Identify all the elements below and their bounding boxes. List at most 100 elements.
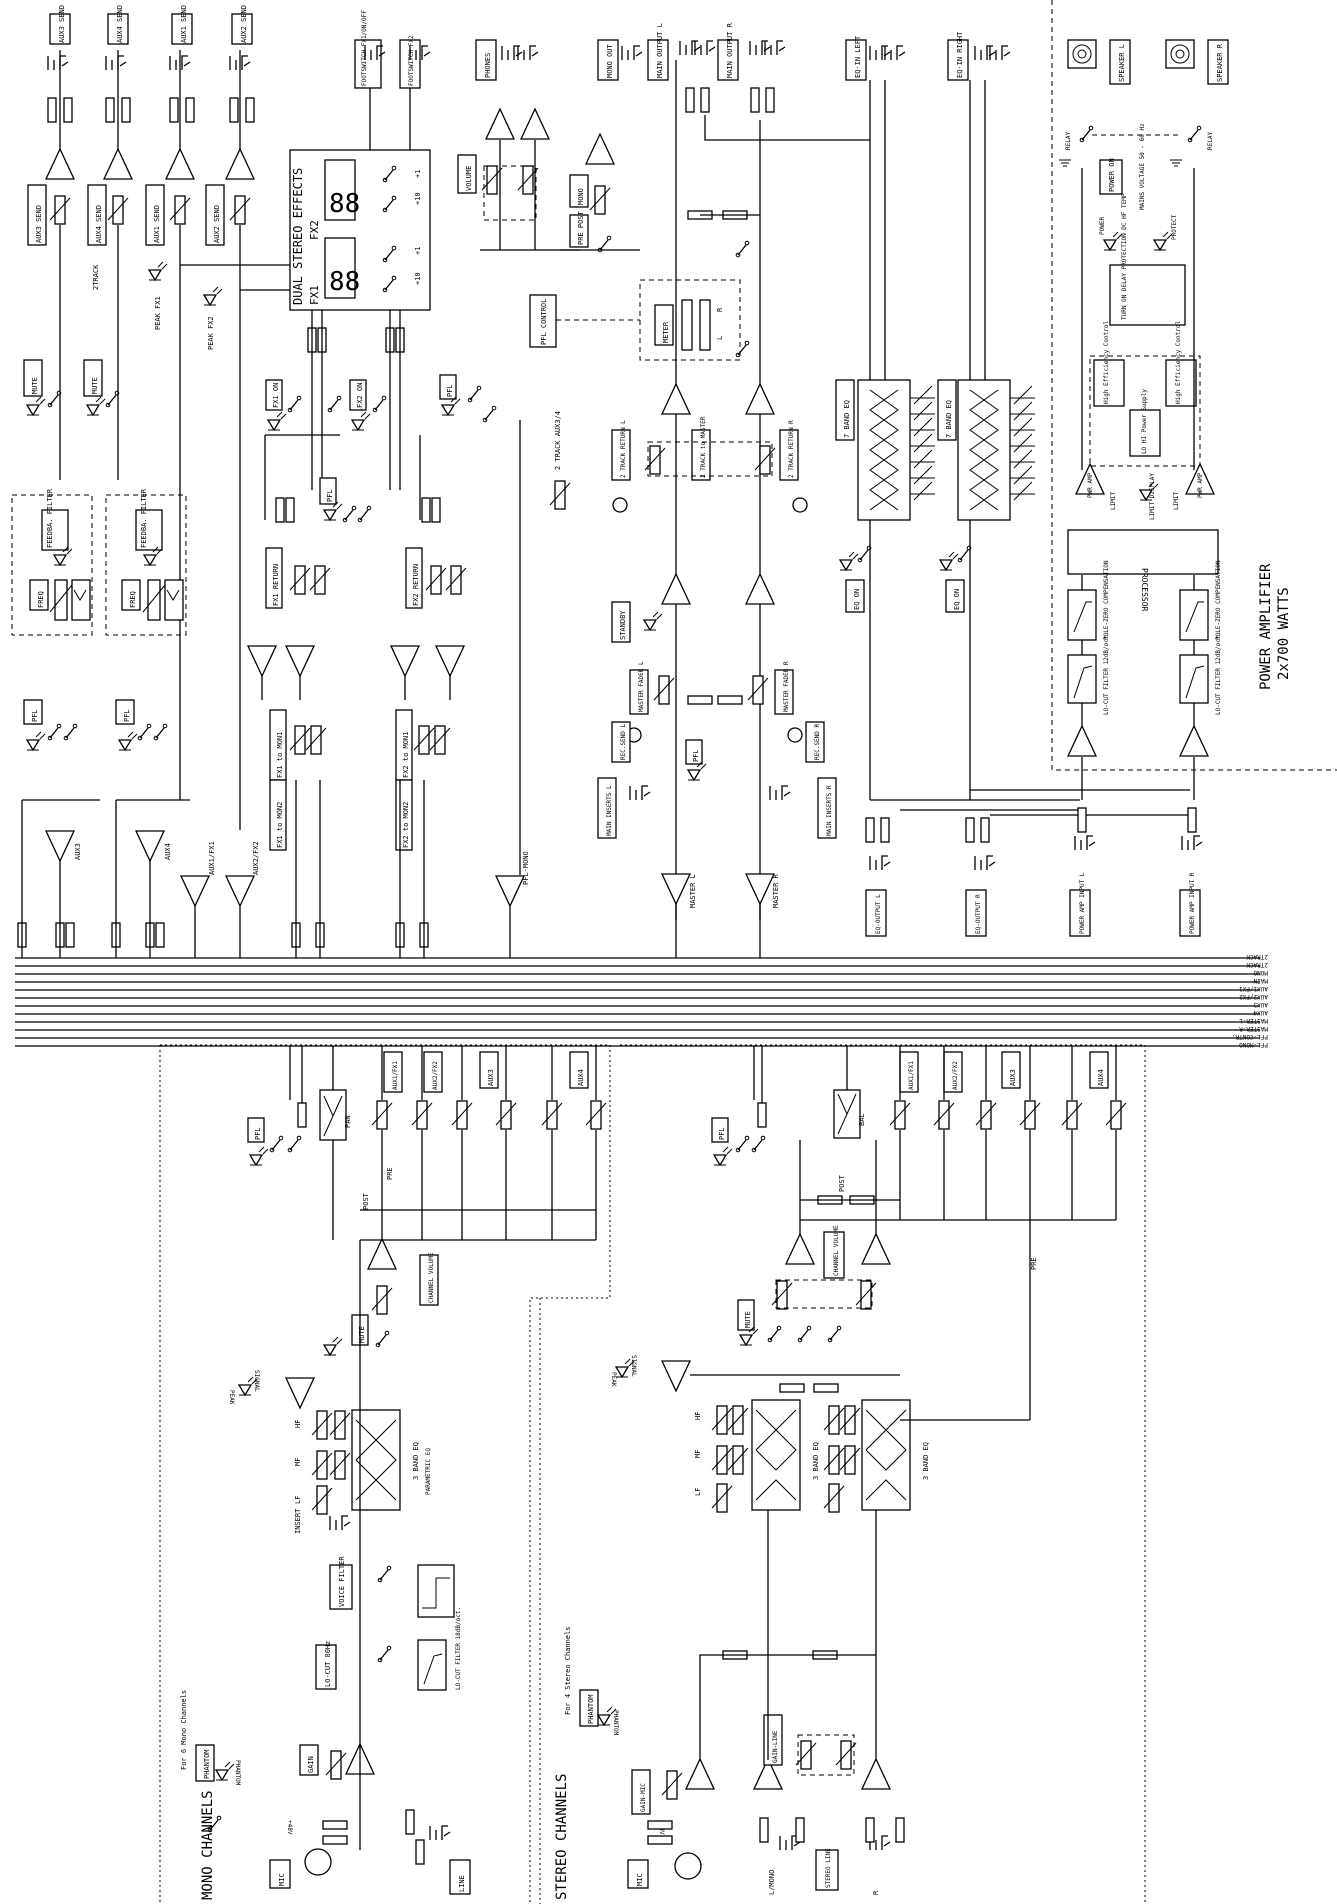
eq-on-label: EQ ON [953,589,961,610]
fx1-to-mon2-label: FX1 to MON2 [276,802,284,848]
eq-output-l-label: EQ-OUTPUT L [875,894,882,934]
peak-label: PEAK [228,1390,235,1405]
power-amplifier-title-line2: 2x700 WATTS [1276,587,1292,680]
eq-output-r-label: EQ-OUTPUT R [975,894,982,934]
limit-display-label: LIMIT DISPLAY [1149,473,1156,520]
lf-label: LF [694,1488,702,1496]
peak-fx1-label: PEAK FX1 [154,296,162,330]
fx2-to-mon2-label: FX2 to MON2 [402,802,410,848]
aux3-label: AUX3 [487,1069,495,1086]
post-label: POST [838,1174,846,1192]
high-efficiency-r-label: High Efficiency Control [1175,321,1182,404]
mains-voltage-label: MAINS VOLTAGE 50 - 60 Hz [1139,123,1146,210]
phones-label: PHONES [484,53,492,78]
twotrack-aux-label: 2 TRACK AUX3/4 [554,411,562,470]
main-inserts-r-label: MAIN INSERTS R [826,785,833,836]
peak-label: PEAK [610,1372,617,1387]
master-fader-r-label: MASTER FADER R [783,661,790,712]
fx2-return-label: FX2 RETURN [412,564,420,606]
bus-label: AUX1/FX1 [1239,985,1268,992]
bus-label: PFL-MONO [1239,1041,1268,1048]
pfl-label: PFL [254,1127,262,1140]
relay-label: RELAY [1207,132,1214,150]
dual-stereo-effects-title: DUAL STEREO EFFECTS [291,168,305,305]
bus-label: 2TRACK [1246,961,1268,968]
aux4-send-pot-label: AUX4 SEND [95,205,103,243]
fx-level-label: +10 [414,272,422,285]
pre-post-label: PRE POST [577,210,585,245]
high-efficiency-l-label: High Efficiency Control [1103,321,1110,404]
feedback-filter-label: FEEDBA. FILTER [140,488,148,548]
power-led-label: POWER [1099,217,1106,235]
r-input-label: R [872,1890,880,1895]
eq-in-left-label: EQ-IN LEFT [854,35,862,78]
aux3-sum-label: AUX3 [74,843,82,860]
mono-channel-section: MONO CHANNELS For 6 Mono Channels PHANTO… [159,1044,611,1904]
protection-label: TURN ON DELAY PROTECTION DC HF TEMP [1121,193,1128,320]
locut-l-label: LO-CUT FILTER 12dB/oct. [1103,632,1110,715]
bus-label: 2TRACK [1246,953,1268,960]
mono-channels-note: For 6 Mono Channels [180,1690,188,1770]
bus-label: MONO [1253,969,1268,976]
stereo-line-label: STEREO LINE [825,1848,832,1888]
bus-label: MASTER-L [1239,1017,1268,1024]
eq-on-label: EQ ON [853,589,861,610]
main-output-section: MAIN OUTPUT L MAIN OUTPUT R 2 TRACK AUX3… [549,22,870,958]
mf-label: MF [694,1450,702,1458]
mute-label: MUTE [31,377,39,394]
pwr-amp-l-label: PWR AMP [1087,472,1094,498]
eq7-l-label: 7 BAND EQ [843,400,851,438]
mono-channels-label: MONO CHANNELS [200,1790,216,1900]
bus-lines [15,957,1260,1047]
p48-label: +48V [286,1820,293,1835]
power-amplifier-section: POWER AMPLIFIER 2x700 WATTS SPEAKER L SP… [1051,0,1337,937]
limit-label: LIMIT [1173,492,1180,510]
pre-label: PRE [386,1167,394,1180]
freq-label: FREQ [129,591,137,608]
main-output-l-label: MAIN OUTPUT L [656,23,664,78]
master-l-sum-label: MASTER L [689,874,697,908]
channel-volume-label: CHANNEL VOLUME [833,1225,840,1276]
parametric-eq-label: PARAMETRIC EQ [425,1448,432,1495]
aux2-send-pot-label: AUX2 SEND [213,205,221,243]
gain-mic-label: GAIN-MIC [640,1783,647,1812]
bus-label: AUX3 [1253,1001,1268,1008]
aux1-fx1-label: AUX1/FX1 [908,1061,915,1090]
pan-label: PAN [344,1115,352,1128]
aux2-fx2-label: AUX2/FX2 [952,1061,959,1090]
processor-label: PROCESSOR [1140,568,1149,612]
aux2-fx2-sum-label: AUX2/FX2 [252,841,260,875]
power-amp-input-l-label: POWER AMP INPUT L [1079,872,1086,934]
power-on-label: POWER ON [1108,158,1116,192]
aux2-fx2-label: AUX2/FX2 [432,1061,439,1090]
graphic-eq-section: EQ-IN LEFT EQ-IN RIGHT 7 BAND EQ 7 BAND … [835,31,1190,937]
bus-label: AUX4 [1253,1009,1268,1016]
pfl-label: PFL [123,709,131,722]
eq-in-right-label: EQ-IN RIGHT [956,31,964,78]
dual-stereo-effects-section: DUAL STEREO EFFECTS FX2 FX1 88 88 +10 +1… [247,10,530,958]
eq3-mono-label: 3 BAND EQ [412,1442,420,1480]
aux3-send-label: AUX3 SEND [58,5,66,43]
mf-label: MF [294,1458,302,1466]
locut80-label: LO-CUT 80Hz [324,1641,332,1687]
speaker-r-label: SPEAKER R [1216,43,1224,82]
phantom-label: PHANTOM [203,1749,211,1779]
pole-zero-l-label: POLE-ZERO COMPENSATION [1103,560,1110,640]
pfl-label: PFL [692,749,700,762]
return-r-label: 2 TRACK RETURN R [788,420,795,478]
phantom-led-label: PHANTOM [612,1710,619,1736]
aux4-sum-label: AUX4 [164,843,172,860]
volume-label: VOLUME [465,166,473,191]
channel-volume-label: CHANNEL VOLUME [428,1252,435,1303]
power-amplifier-title-line1: POWER AMPLIFIER [1258,563,1274,690]
bus-labels: 2TRACK 2TRACK MONO MAIN AUX1/FX1 AUX2/FX… [1232,953,1268,1048]
eq3-stereo-l-label: 3 BAND EQ [812,1442,820,1480]
pole-zero-r-label: POLE-ZERO COMPENSATION [1215,560,1222,640]
insert-label: INSERT [294,1508,302,1534]
fx-level-label: +1 [414,247,422,255]
fx2-display: 88 [329,189,360,219]
freq-label: FREQ [37,591,45,608]
twotrack-label: 2TRACK [92,264,100,290]
aux1-send-pot-label: AUX1 SEND [153,205,161,243]
phantom-led-label: PHANTOM [234,1760,241,1786]
